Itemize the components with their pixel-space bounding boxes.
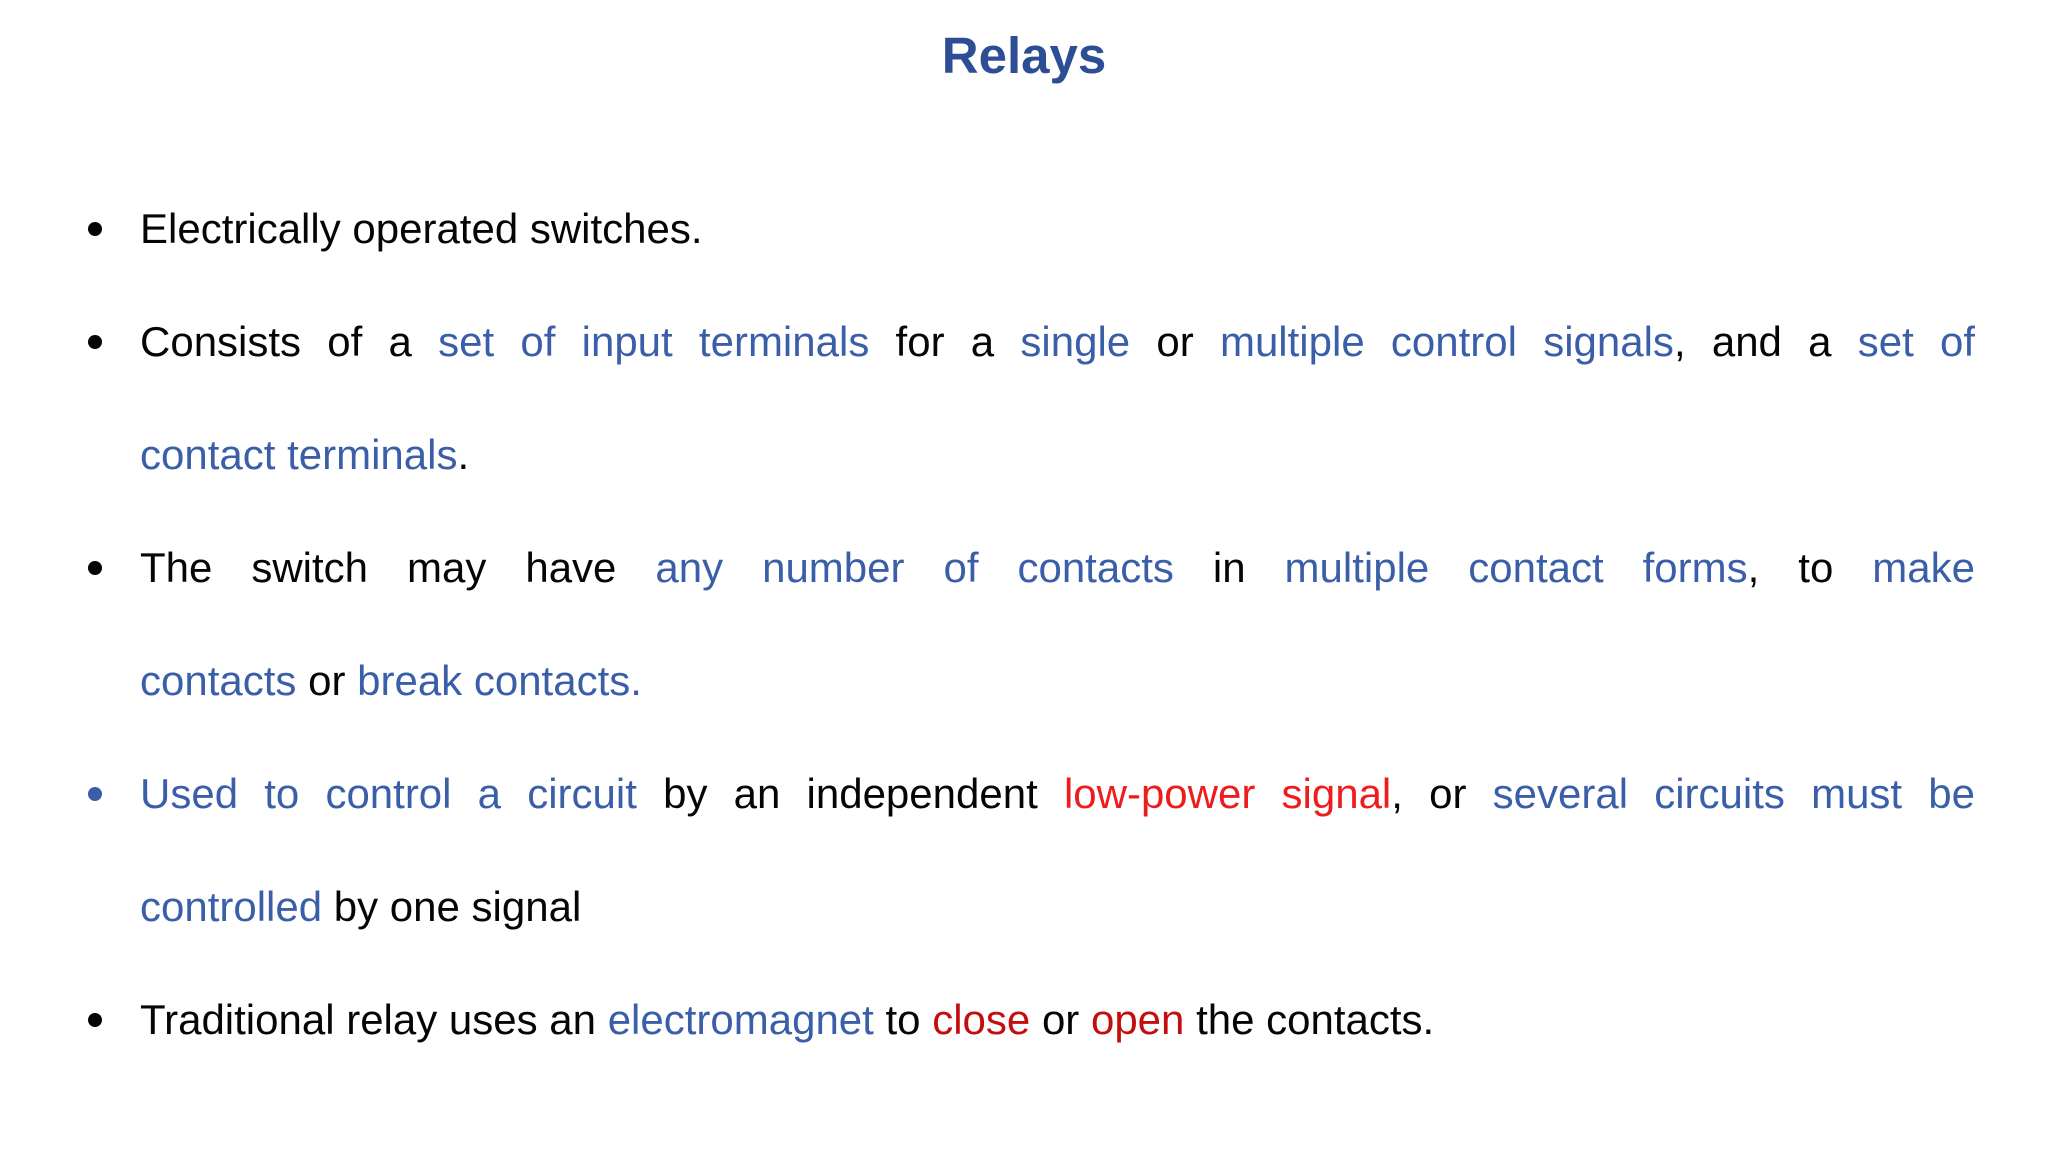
bullet-dot-icon bbox=[88, 222, 102, 236]
text-segment: contact terminals bbox=[140, 431, 458, 478]
bullet-dot-icon bbox=[88, 561, 102, 575]
bullet-item: The switch may have any number of contac… bbox=[88, 511, 1975, 737]
bullet-marker bbox=[88, 285, 140, 398]
text-segment: Traditional relay uses an bbox=[140, 996, 608, 1043]
text-segment: Consists of a bbox=[140, 318, 439, 365]
bullet-marker bbox=[88, 963, 140, 1076]
bullet-line: controlled by one signal bbox=[140, 850, 1975, 963]
text-segment: close bbox=[932, 996, 1031, 1043]
text-segment: single bbox=[1020, 318, 1131, 365]
text-segment: open bbox=[1090, 996, 1185, 1043]
bullet-item: Used to control a circuit by an independ… bbox=[88, 737, 1975, 963]
text-segment: in bbox=[1173, 544, 1285, 591]
bullet-dot-icon bbox=[88, 787, 102, 801]
bullet-line: Electrically operated switches. bbox=[140, 172, 1975, 285]
text-segment: for a bbox=[869, 318, 1021, 365]
text-segment: or bbox=[1130, 318, 1220, 365]
text-segment: low-power signal bbox=[1063, 770, 1392, 817]
bullet-line: The switch may have any number of contac… bbox=[140, 511, 1975, 624]
text-segment: Used to control a circuit bbox=[140, 770, 637, 817]
text-segment: or bbox=[1030, 996, 1091, 1043]
text-segment: set of bbox=[1857, 318, 1975, 365]
text-segment: controlled bbox=[140, 883, 323, 930]
text-segment: electromagnet bbox=[607, 996, 874, 1043]
text-segment: any number of contacts bbox=[655, 544, 1174, 591]
text-segment: the contacts. bbox=[1184, 996, 1435, 1043]
bullet-marker bbox=[88, 172, 140, 285]
bullet-line: Used to control a circuit by an independ… bbox=[140, 737, 1975, 850]
bullet-list: Electrically operated switches. Consists … bbox=[88, 172, 1975, 1076]
text-segment: multiple control signals bbox=[1219, 318, 1674, 365]
bullet-line: Traditional relay uses an electromagnet … bbox=[140, 963, 1975, 1076]
text-segment: . bbox=[457, 431, 470, 478]
bullet-marker bbox=[88, 511, 140, 624]
text-segment: set of input terminals bbox=[438, 318, 870, 365]
bullet-item: Consists of a set of input terminals for… bbox=[88, 285, 1975, 511]
text-segment: to bbox=[873, 996, 933, 1043]
text-segment: Electrically operated switches. bbox=[140, 205, 703, 252]
bullet-item: Traditional relay uses an electromagnet … bbox=[88, 963, 1975, 1076]
text-segment: make bbox=[1872, 544, 1975, 591]
bullet-line: Consists of a set of input terminals for… bbox=[140, 285, 1975, 398]
text-segment: , and a bbox=[1673, 318, 1858, 365]
bullet-marker bbox=[88, 737, 140, 850]
bullet-line: contact terminals. bbox=[140, 398, 1975, 511]
text-segment: , to bbox=[1747, 544, 1873, 591]
text-segment: by one signal bbox=[322, 883, 582, 930]
text-segment: several circuits must be bbox=[1492, 770, 1975, 817]
text-segment: break contacts. bbox=[357, 657, 642, 704]
text-segment: contacts bbox=[140, 657, 297, 704]
bullet-dot-icon bbox=[88, 335, 102, 349]
text-segment: or bbox=[296, 657, 358, 704]
text-segment: by an independent bbox=[636, 770, 1064, 817]
text-segment: , or bbox=[1391, 770, 1493, 817]
text-segment: multiple contact forms bbox=[1284, 544, 1748, 591]
text-segment: The switch may have bbox=[140, 544, 656, 591]
bullet-dot-icon bbox=[88, 1013, 102, 1027]
bullet-line: contacts or break contacts. bbox=[140, 624, 1975, 737]
bullet-item: Electrically operated switches. bbox=[88, 172, 1975, 285]
slide-title: Relays bbox=[941, 27, 1107, 84]
